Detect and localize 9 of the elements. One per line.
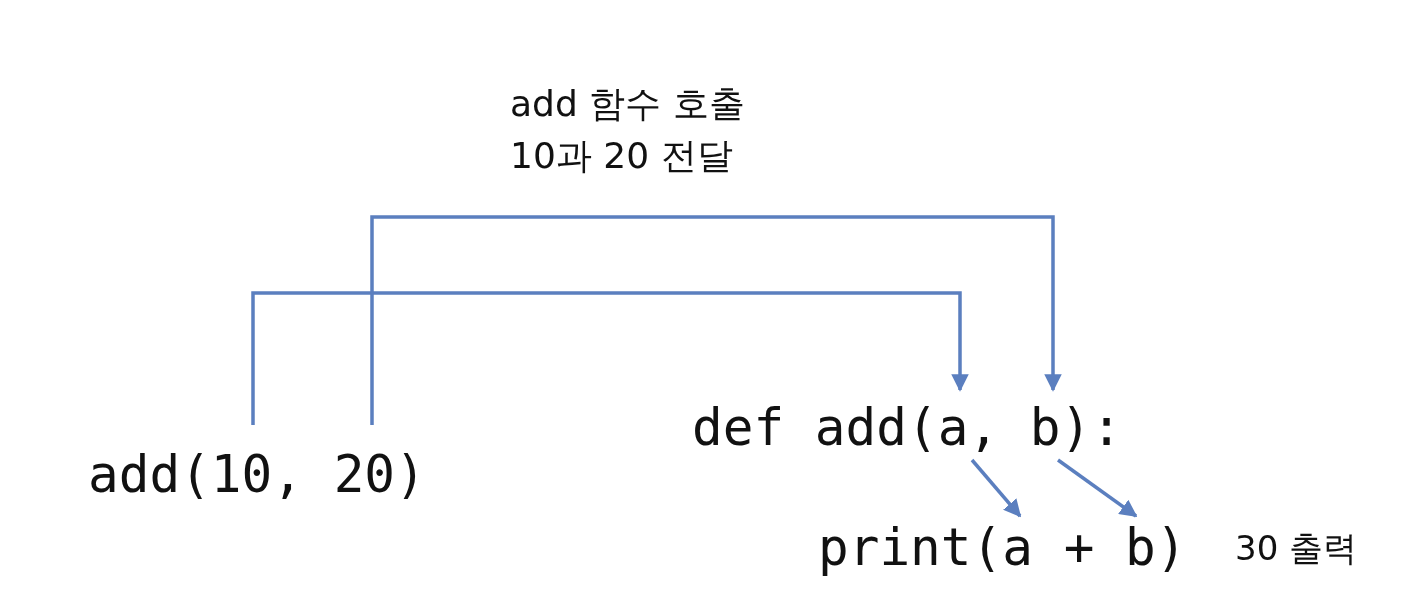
output-note: 30 출력 <box>1235 527 1358 570</box>
arrow <box>970 458 1022 518</box>
arrow <box>1056 458 1138 518</box>
arrow <box>251 291 969 425</box>
annotation-text: add 함수 호출 10과 20 전달 <box>510 82 746 178</box>
code-line: def add(a, b): <box>692 398 1122 458</box>
code-line: print(a + b) <box>818 518 1187 578</box>
code-line: add(10, 20) <box>88 445 426 505</box>
arrow <box>370 215 1062 425</box>
